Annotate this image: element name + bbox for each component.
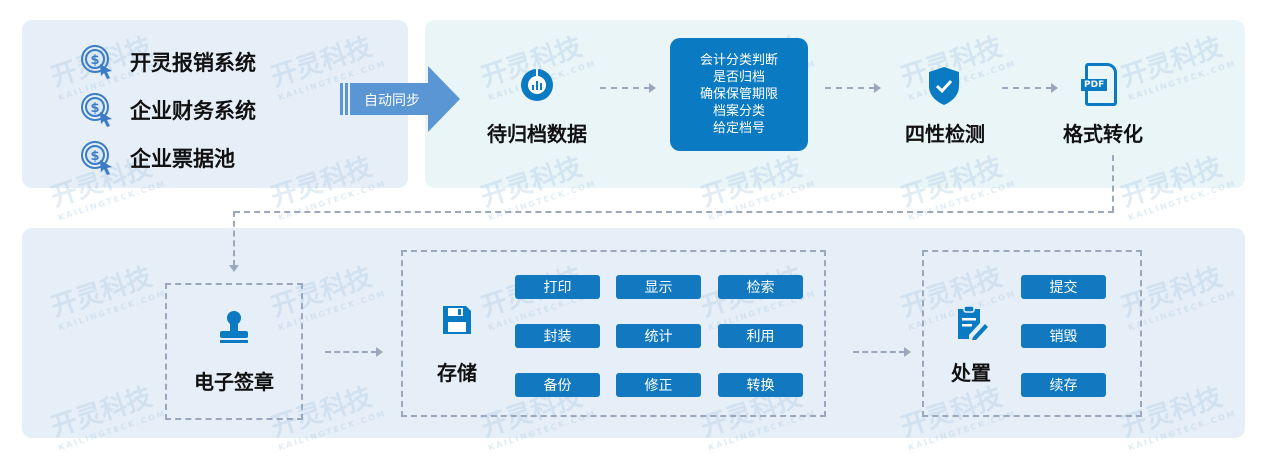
save-icon xyxy=(443,306,471,334)
source-label: 企业财务系统 xyxy=(130,99,256,123)
classify-line: 会计分类判断 xyxy=(699,53,778,68)
connector-arrowhead xyxy=(229,265,239,272)
svg-text:$: $ xyxy=(90,53,99,68)
dispose-box xyxy=(922,250,1142,417)
process-panel xyxy=(425,20,1245,188)
storage-action-button[interactable]: 修正 xyxy=(616,373,701,397)
storage-title: 存储 xyxy=(437,361,477,385)
dollar-click-icon: $ xyxy=(81,141,112,175)
storage-action-button[interactable]: 统计 xyxy=(616,324,701,348)
storage-action-button[interactable]: 转换 xyxy=(718,373,803,397)
connector-line xyxy=(234,211,1114,213)
source-item: $ 企业票据池 xyxy=(80,140,235,176)
pdf-file-icon: PDF xyxy=(1081,63,1117,106)
convert-title: 格式转化 xyxy=(1063,122,1143,146)
dispose-action-button[interactable]: 续存 xyxy=(1021,373,1106,397)
dollar-click-icon: $ xyxy=(81,45,112,79)
sign-title: 电子签章 xyxy=(194,370,274,394)
stamp-icon xyxy=(220,311,248,343)
classify-line: 确保保管期限 xyxy=(699,87,778,102)
pending-title: 待归档数据 xyxy=(487,122,587,146)
connector-line xyxy=(1112,155,1114,212)
flow-arrow xyxy=(325,347,383,357)
flow-arrow xyxy=(825,83,881,93)
dispose-title: 处置 xyxy=(951,361,991,385)
storage-action-button[interactable]: 显示 xyxy=(616,275,701,299)
shield-check-icon xyxy=(929,67,959,105)
dispose-action-button[interactable]: 提交 xyxy=(1021,275,1106,299)
classify-box: 会计分类判断 是否归档 确保保管期限 档案分类 给定档号 xyxy=(670,38,808,151)
storage-action-button[interactable]: 检索 xyxy=(718,275,803,299)
storage-box xyxy=(401,250,826,417)
svg-text:$: $ xyxy=(90,149,99,164)
sync-label: 自动同步 xyxy=(364,93,420,109)
clipboard-edit-icon xyxy=(958,305,988,340)
source-item: $ 企业财务系统 xyxy=(80,92,256,128)
classify-line: 档案分类 xyxy=(712,104,765,119)
flow-arrow xyxy=(853,347,911,357)
check-title: 四性检测 xyxy=(905,122,985,146)
storage-action-button[interactable]: 封装 xyxy=(515,324,600,348)
storage-action-button[interactable]: 打印 xyxy=(515,275,600,299)
sign-box xyxy=(165,283,303,420)
storage-action-button[interactable]: 备份 xyxy=(515,373,600,397)
data-chart-icon xyxy=(521,69,553,101)
dollar-click-icon: $ xyxy=(81,93,112,127)
flow-arrow xyxy=(1002,83,1058,93)
sync-arrow-icon xyxy=(340,66,460,132)
dispose-action-button[interactable]: 销毁 xyxy=(1021,324,1106,348)
storage-action-button[interactable]: 利用 xyxy=(718,324,803,348)
source-label: 企业票据池 xyxy=(130,147,235,171)
classify-line: 是否归档 xyxy=(712,70,765,85)
flow-arrow xyxy=(600,83,656,93)
pdf-icon-label: PDF xyxy=(1081,79,1108,91)
classify-line: 给定档号 xyxy=(712,121,765,136)
connector-line xyxy=(233,211,235,266)
source-label: 开灵报销系统 xyxy=(130,51,256,75)
svg-text:$: $ xyxy=(90,101,99,116)
source-item: $ 开灵报销系统 xyxy=(80,44,256,80)
